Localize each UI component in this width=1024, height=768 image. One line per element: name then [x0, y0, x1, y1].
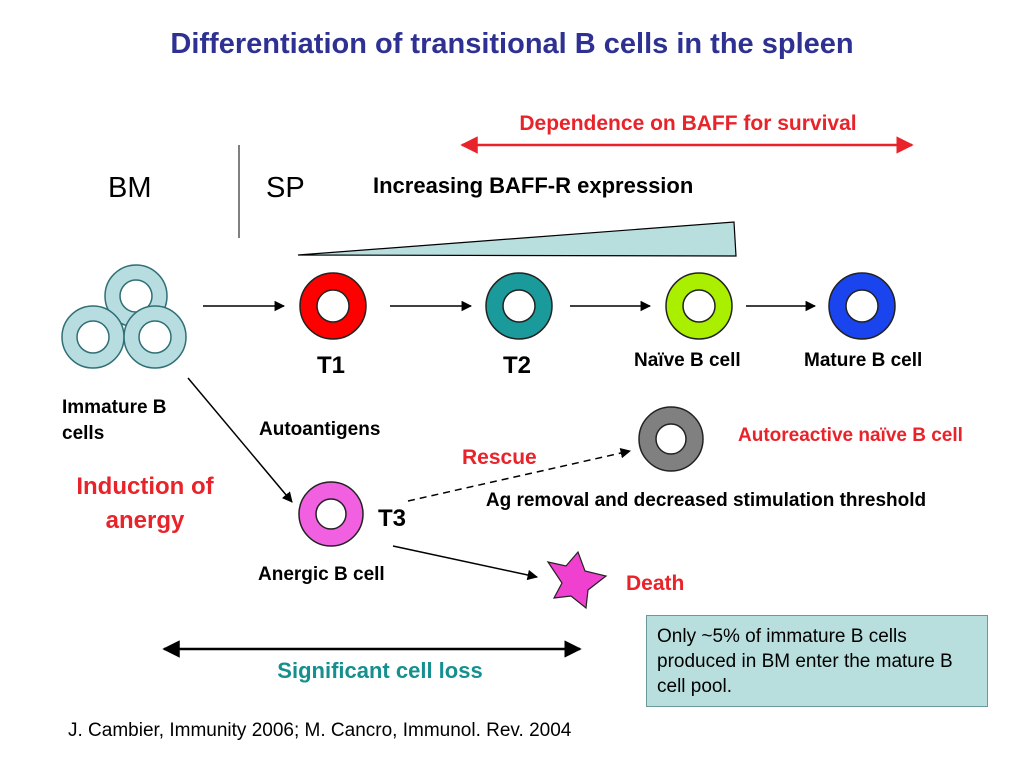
t1-label: T1 — [317, 352, 346, 379]
dead-cell-icon — [546, 550, 608, 610]
citation: J. Cambier, Immunity 2006; M. Cancro, Im… — [68, 720, 572, 741]
t1-cell-icon — [299, 272, 367, 340]
significant-cell-loss-label: Significant cell loss — [277, 658, 483, 683]
induction-of-anergy-label: Induction of anergy — [76, 473, 214, 534]
immature-b-cells-icon — [61, 264, 187, 369]
baff-dependence-label: Dependence on BAFF for survival — [519, 112, 857, 135]
rescue-label: Rescue — [462, 446, 537, 469]
arrow-immature-to-t3 — [187, 377, 293, 503]
immature-b-cells-label: Immature B cells — [62, 397, 167, 444]
mature-b-cell-icon — [828, 272, 896, 340]
t2-label: T2 — [503, 352, 532, 379]
t3-cell-icon — [298, 481, 364, 547]
autoantigens-label: Autoantigens — [259, 419, 381, 440]
death-label: Death — [626, 572, 685, 595]
info-box: Only ~5% of immature B cells produced in… — [646, 615, 988, 707]
autoreactive-naive-b-cell-label: Autoreactive naïve B cell — [738, 425, 963, 446]
naive-b-cell-icon — [665, 272, 733, 340]
naive-b-cell-label: Naïve B cell — [634, 350, 741, 371]
mature-b-cell-label: Mature B cell — [804, 350, 923, 371]
baff-r-wedge — [297, 221, 737, 257]
page-title: Differentiation of transitional B cells … — [170, 28, 854, 60]
baff-r-expression-label: Increasing BAFF-R expression — [373, 173, 694, 198]
t3-label: T3 — [378, 505, 407, 532]
sp-label: SP — [266, 172, 305, 204]
t2-cell-icon — [485, 272, 553, 340]
autoreactive-cell-icon — [638, 406, 704, 472]
bm-label: BM — [108, 172, 152, 204]
anergic-b-cell-label: Anergic B cell — [258, 564, 385, 585]
ag-removal-label: Ag removal and decreased stimulation thr… — [485, 490, 927, 511]
rescue-arrow — [407, 447, 632, 502]
death-arrow — [392, 545, 539, 581]
